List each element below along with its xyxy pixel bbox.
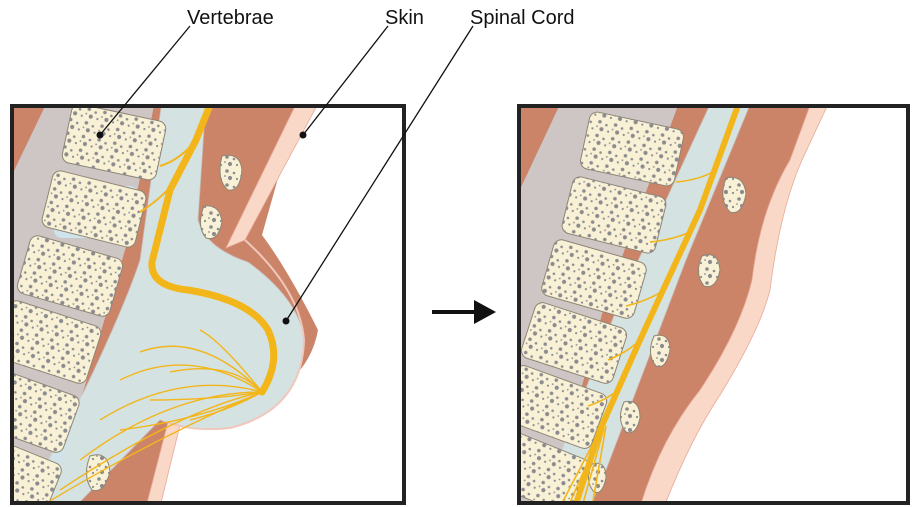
label-spinal-cord-text: Spinal Cord [470, 7, 575, 29]
label-vertebrae-text: Vertebrae [187, 7, 274, 29]
panel-before [0, 100, 404, 507]
right-arrow-icon [432, 300, 496, 324]
label-skin-text: Skin [385, 7, 424, 29]
spinous-process [220, 155, 242, 190]
panel-after [481, 100, 908, 507]
